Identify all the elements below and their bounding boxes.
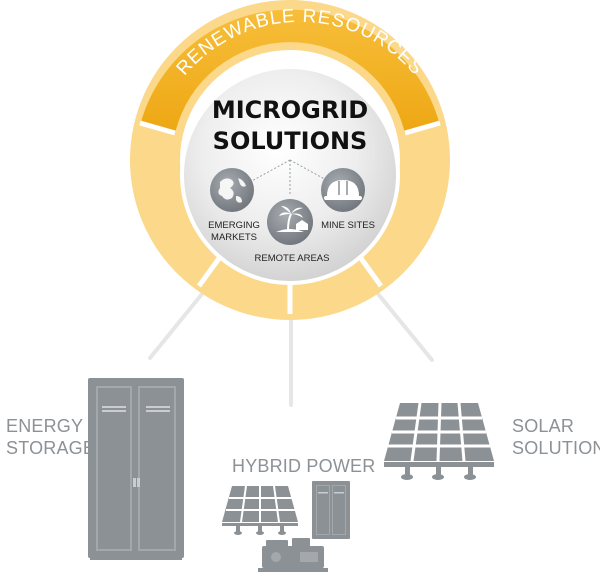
center-title-line1: MICROGRID — [212, 96, 368, 124]
hybrid-cabinet-icon — [312, 481, 350, 539]
solar-panel-icon — [384, 402, 494, 480]
ring-top-arc — [140, 9, 440, 134]
emerging-markets-line1: EMERGING — [208, 220, 260, 231]
center-title-line2: SOLUTIONS — [213, 127, 368, 155]
emerging-markets-line2: MARKETS — [211, 232, 257, 243]
globe-icon — [210, 168, 254, 212]
generator-icon — [258, 538, 328, 572]
mine-sites-label: MINE SITES — [321, 220, 375, 231]
solar-solutions-label: SOLAR SOLUTIONS — [512, 416, 600, 458]
hard-hat-icon — [321, 168, 365, 212]
center-disc: MICROGRID SOLUTIONS EMERGING MARKETS REM… — [180, 65, 400, 285]
energy-storage-label: ENERGY STORAGE — [6, 416, 96, 458]
hybrid-solar-panel-icon — [222, 485, 298, 535]
storage-cabinet-icon — [88, 378, 184, 560]
remote-areas-label: REMOTE AREAS — [255, 253, 330, 264]
palm-island-icon — [267, 199, 313, 245]
hybrid-power-label: HYBRID POWER — [232, 456, 376, 476]
